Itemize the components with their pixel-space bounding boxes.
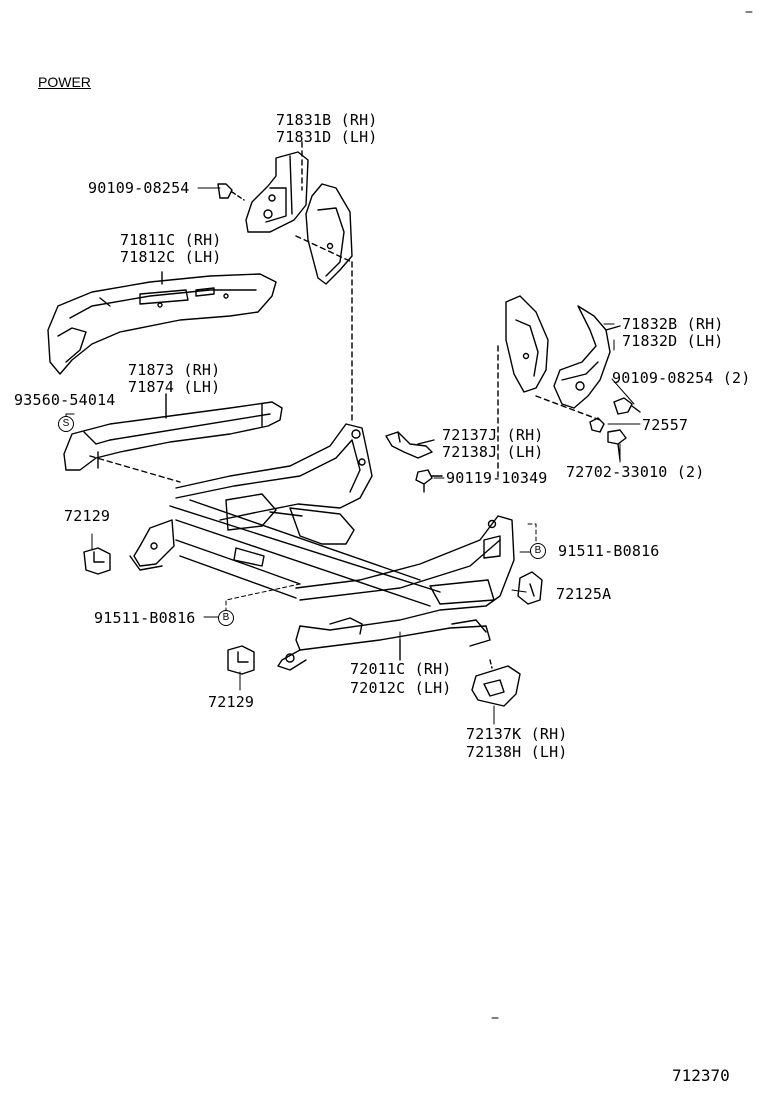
seat-frame-72011-drawing bbox=[129, 423, 515, 671]
label-91511-B0816-right: 91511-B0816 bbox=[558, 542, 660, 560]
label-71832B: 71832B (RH) bbox=[622, 315, 724, 333]
label-71874: 71874 (LH) bbox=[128, 378, 221, 396]
bolt-90109-08254-drawing bbox=[217, 183, 245, 201]
bolt-90119-10349-drawing bbox=[415, 469, 443, 493]
label-72012C: 72012C (LH) bbox=[350, 679, 452, 697]
clip-72129-bottom-drawing bbox=[227, 645, 255, 675]
figure-number: 712370 bbox=[672, 1066, 730, 1085]
label-72557: 72557 bbox=[642, 416, 689, 434]
symbol-s: S bbox=[58, 416, 74, 432]
clip-72557-drawing bbox=[589, 417, 605, 433]
label-71832D: 71832D (LH) bbox=[622, 332, 724, 350]
label-71873: 71873 (RH) bbox=[128, 361, 221, 379]
bracket-71831-drawing bbox=[245, 141, 353, 421]
label-72137J: 72137J (RH) bbox=[442, 426, 544, 444]
index-ticks bbox=[491, 11, 753, 1019]
label-71811C: 71811C (RH) bbox=[120, 231, 222, 249]
cover-72137K-drawing bbox=[471, 659, 521, 707]
label-72138J: 72138J (LH) bbox=[442, 443, 544, 461]
leader-lines bbox=[65, 187, 641, 725]
label-72129-bottom: 72129 bbox=[208, 693, 255, 711]
clip-72129-top-drawing bbox=[83, 547, 111, 575]
label-72125A: 72125A bbox=[556, 585, 612, 603]
label-90109-08254: 90109-08254 bbox=[88, 179, 190, 197]
label-72137K: 72137K (RH) bbox=[466, 725, 568, 743]
label-93560-54014: 93560-54014 bbox=[14, 391, 116, 409]
label-72138H: 72138H (LH) bbox=[466, 743, 568, 761]
label-71812C: 71812C (LH) bbox=[120, 248, 222, 266]
label-72702-33010: 72702-33010 (2) bbox=[566, 463, 705, 481]
shield-71811-drawing bbox=[47, 271, 277, 375]
cover-71832-drawing bbox=[497, 295, 621, 481]
bolt-90109-08254-right-drawing bbox=[613, 397, 641, 415]
section-title: POWER bbox=[38, 74, 91, 90]
label-72129-top: 72129 bbox=[64, 507, 111, 525]
bracket-72137J-drawing bbox=[385, 431, 435, 459]
symbol-b-left: B bbox=[218, 610, 234, 626]
label-72011C: 72011C (RH) bbox=[350, 660, 452, 678]
screw-72702-33010-drawing bbox=[607, 429, 627, 461]
symbol-b-right: B bbox=[530, 543, 546, 559]
rail-cover-71873-drawing bbox=[63, 393, 283, 483]
label-71831B: 71831B (RH) bbox=[276, 111, 378, 129]
label-90109-08254-2: 90109-08254 (2) bbox=[612, 369, 751, 387]
label-71831D: 71831D (LH) bbox=[276, 128, 378, 146]
bracket-72125A-drawing bbox=[517, 571, 543, 605]
label-91511-B0816-left: 91511-B0816 bbox=[94, 609, 196, 627]
label-90119-10349: 90119-10349 bbox=[446, 469, 548, 487]
